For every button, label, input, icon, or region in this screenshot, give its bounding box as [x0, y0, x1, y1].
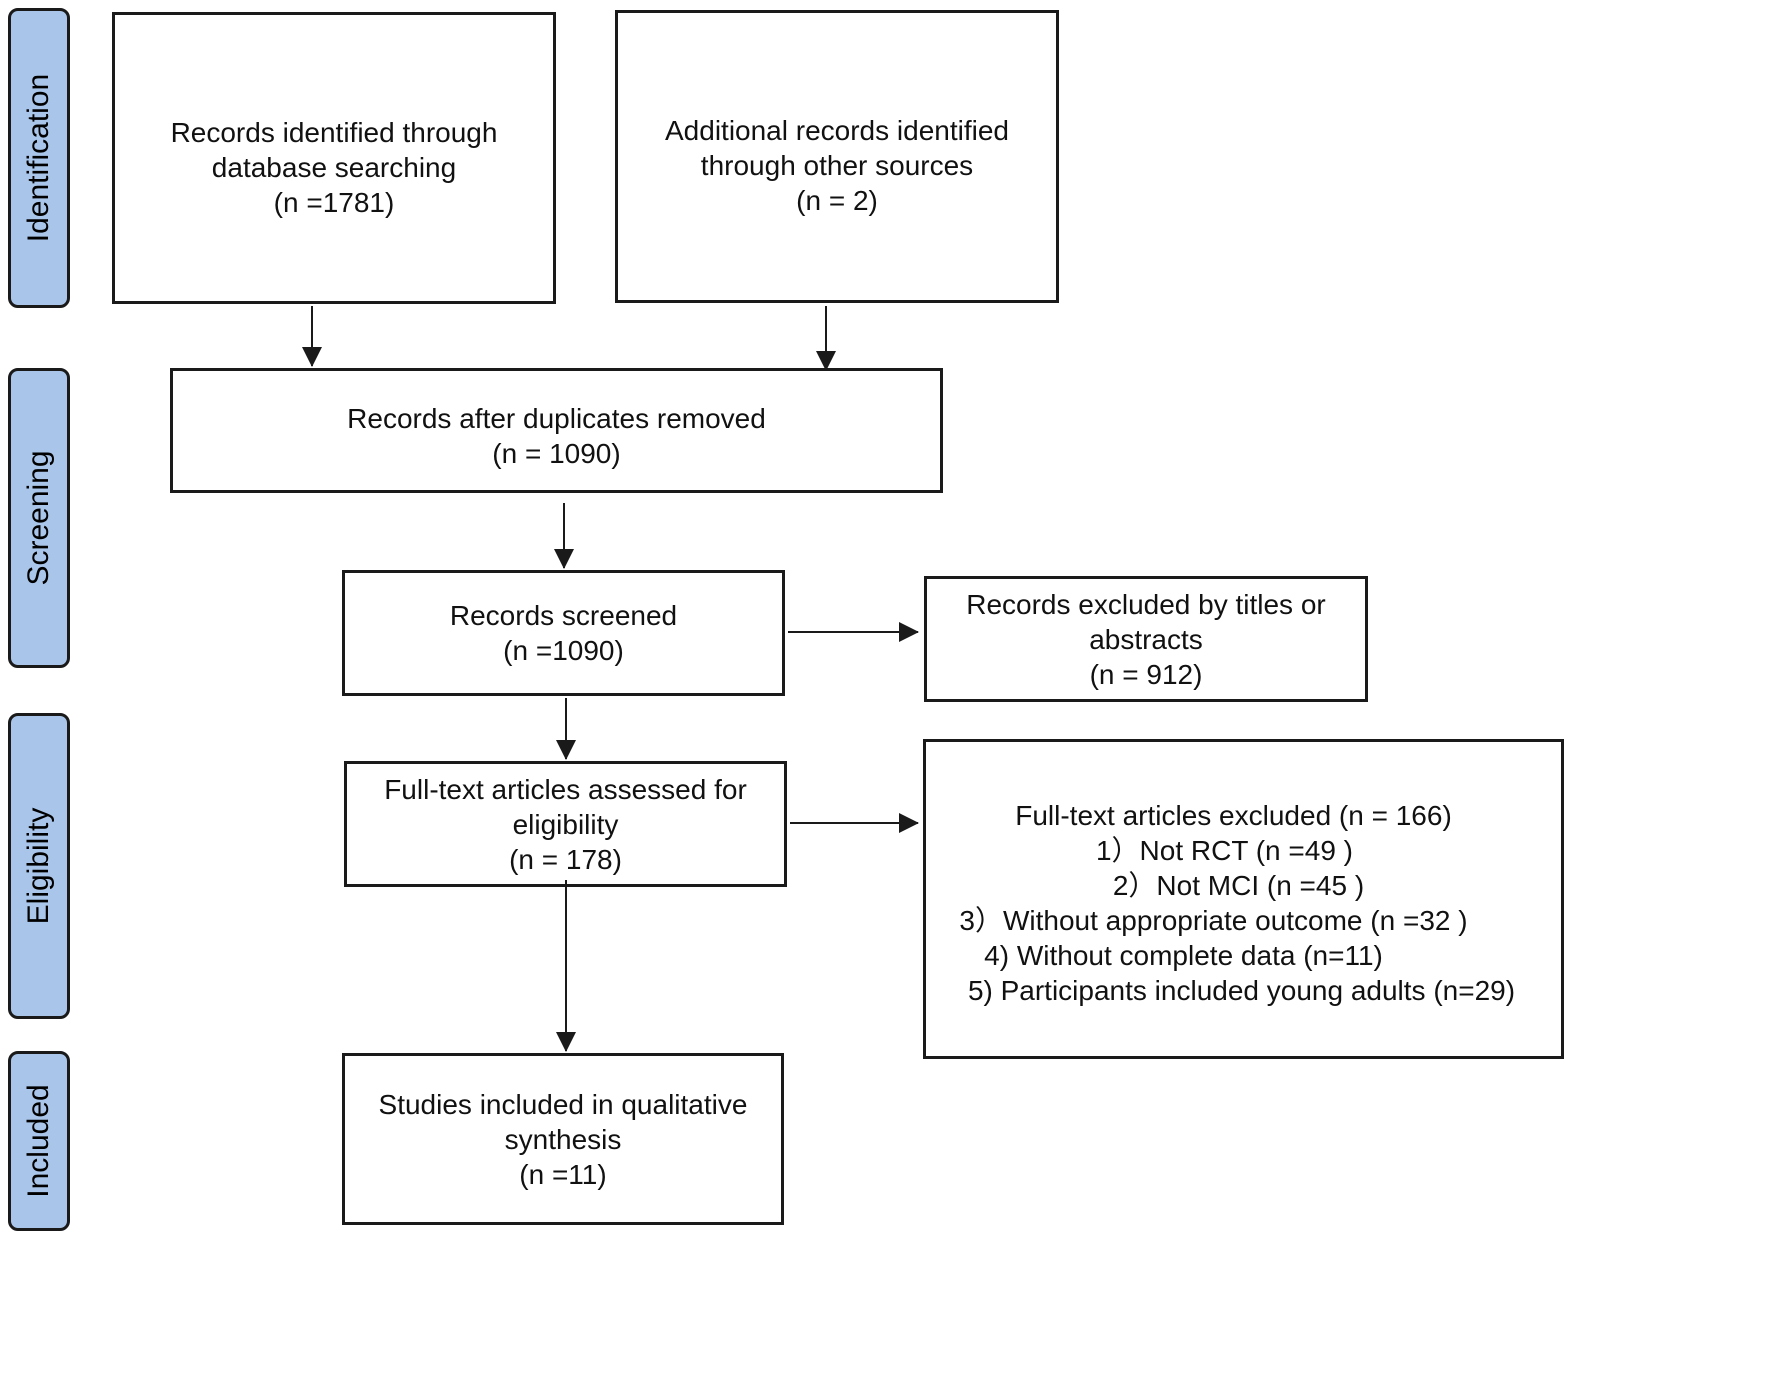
excluded-titles-line-1: Records excluded by titles or — [966, 588, 1326, 620]
excluded-titles-line-2: abstracts — [1089, 623, 1203, 655]
other-sources-line-2: through other sources — [700, 150, 974, 181]
database-search-count: (n =1781) — [273, 187, 395, 218]
stage-included: Included — [8, 1051, 70, 1231]
exclusion-reason-3: 3）Without appropriate outcome (n =32 ) — [959, 905, 1468, 936]
duplicates-removed-box: Records after duplicates removed (n = 10… — [170, 368, 943, 493]
included-count: (n =11) — [519, 1158, 607, 1190]
records-screened-line-1: Records screened — [449, 600, 678, 631]
database-search-box: Records identified through database sear… — [112, 12, 556, 304]
full-text-excluded-box: Full-text articles excluded (n = 166) 1）… — [923, 739, 1564, 1059]
full-text-excluded-heading: Full-text articles excluded (n = 166) — [1015, 800, 1452, 831]
full-text-assessed-line-1: Full-text articles assessed for — [384, 773, 747, 805]
full-text-assessed-box: Full-text articles assessed for eligibil… — [344, 761, 787, 887]
other-sources-count: (n = 2) — [796, 185, 878, 216]
included-line-1: Studies included in qualitative — [378, 1088, 748, 1120]
duplicates-removed-line-1: Records after duplicates removed — [347, 403, 766, 434]
database-search-line-2: database searching — [211, 152, 457, 183]
database-search-line-1: Records identified through — [170, 117, 498, 148]
other-sources-line-1: Additional records identified — [665, 115, 1009, 146]
exclusion-reason-2: 2）Not MCI (n =45 ) — [1112, 870, 1365, 901]
records-screened-count: (n =1090) — [503, 635, 624, 666]
included-line-2: synthesis — [504, 1123, 622, 1155]
duplicates-removed-count: (n = 1090) — [492, 438, 621, 469]
stage-eligibility: Eligibility — [8, 713, 70, 1019]
included-box: Studies included in qualitative synthesi… — [342, 1053, 784, 1225]
records-screened-box: Records screened (n =1090) — [342, 570, 785, 696]
exclusion-reason-1: 1）Not RCT (n =49 ) — [1095, 835, 1354, 866]
stage-screening: Screening — [8, 368, 70, 668]
exclusion-reason-4: 4) Without complete data (n=11) — [984, 940, 1383, 971]
excluded-titles-count: (n = 912) — [1089, 658, 1203, 690]
full-text-assessed-count: (n = 178) — [509, 843, 622, 875]
exclusion-reason-5: 5) Participants included young adults (n… — [967, 975, 1516, 1006]
stage-identification: Identification — [8, 8, 70, 308]
excluded-titles-box: Records excluded by titles or abstracts … — [924, 576, 1368, 702]
full-text-assessed-line-2: eligibility — [512, 808, 619, 840]
other-sources-box: Additional records identified through ot… — [615, 10, 1059, 303]
